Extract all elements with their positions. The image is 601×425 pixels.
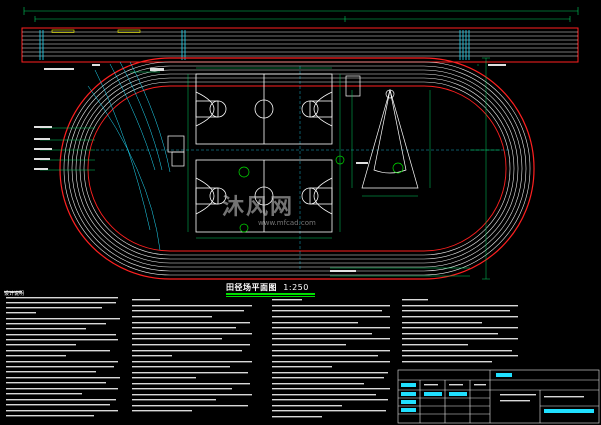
right-dimension-lines xyxy=(470,57,500,280)
notes-column-3 xyxy=(272,299,390,418)
title-block-text xyxy=(424,384,584,402)
title-underline-thin xyxy=(226,296,315,297)
bottom-dimension-lines xyxy=(330,267,470,277)
title-block-fills xyxy=(401,373,594,413)
notes-column-4 xyxy=(402,299,518,363)
basketball-court-upper xyxy=(195,73,333,145)
watermark-url: www.mfcad.com xyxy=(258,219,316,227)
label-marks xyxy=(44,64,506,272)
watermark-logo: 沐风网 xyxy=(222,189,294,221)
court-markers xyxy=(238,155,345,233)
drawing-scale: 1:250 xyxy=(283,283,309,292)
court-dimensions xyxy=(187,67,341,239)
left-callout-marks xyxy=(34,126,52,170)
basketball-court-lower xyxy=(195,159,333,233)
drawing-title-text: 田径场平面图 xyxy=(226,283,277,292)
throwing-sector xyxy=(361,88,419,189)
stagger-lines xyxy=(87,61,171,251)
running-track xyxy=(59,57,535,280)
sector-dimensions xyxy=(351,90,431,197)
notes-column-2 xyxy=(132,299,252,412)
notes-heading: 设计说明 xyxy=(4,291,25,297)
title-block xyxy=(397,369,600,424)
title-underline xyxy=(226,293,315,295)
notes-column-1 xyxy=(4,291,120,417)
equipment-boxes xyxy=(167,75,361,167)
sprint-straight xyxy=(21,27,579,63)
top-dimension-lines xyxy=(23,7,579,22)
center-axis xyxy=(96,66,510,270)
watermark-text: 沐风网 xyxy=(222,195,295,220)
drawing-title: 田径场平面图 1:250 xyxy=(226,282,315,297)
